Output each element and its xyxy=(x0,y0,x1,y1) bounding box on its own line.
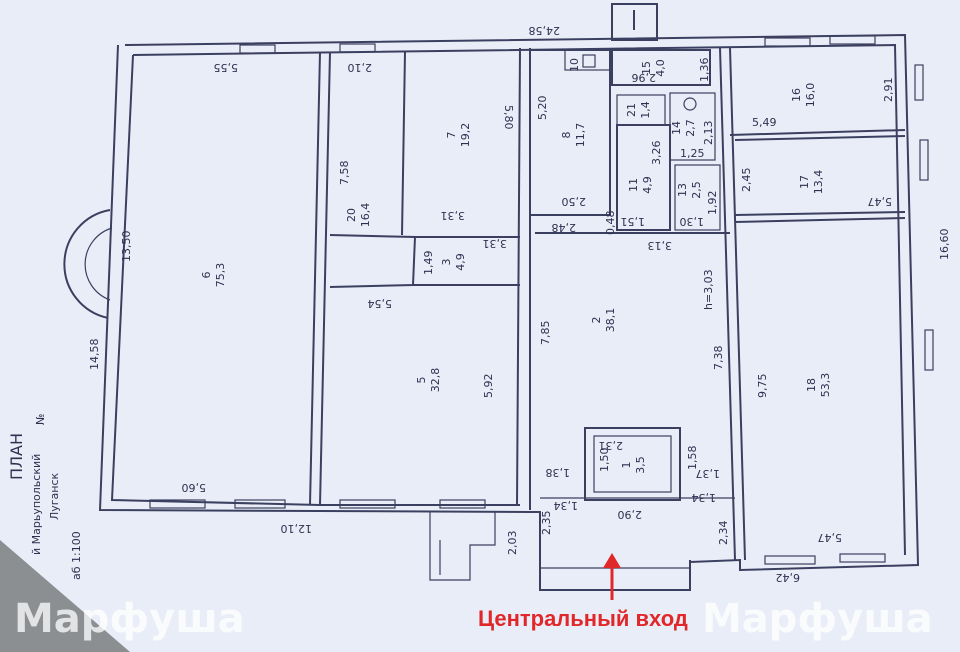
dim: 7,58 xyxy=(338,161,351,186)
dim: 3,31 xyxy=(483,237,508,250)
entrance-arrow-icon xyxy=(603,553,621,600)
dim: 0,48 xyxy=(604,211,617,236)
dim: 5,60 xyxy=(182,481,207,494)
dim: 5,80 xyxy=(502,105,515,130)
dim: 1,37 xyxy=(696,467,721,480)
street-label: й Марьупольский xyxy=(30,454,43,555)
dim: 1,51 xyxy=(621,215,646,228)
stove-icon xyxy=(582,54,596,68)
dim: 7,85 xyxy=(539,321,552,346)
dim: 1,30 xyxy=(680,215,705,228)
dim: 5,20 xyxy=(536,96,549,121)
city-label: Луганск xyxy=(48,472,61,520)
photo-background-corner xyxy=(0,540,130,652)
dim: 6,42 xyxy=(776,571,801,584)
dim: 2,45 xyxy=(740,168,753,193)
room-8: 811,7 xyxy=(560,123,587,148)
dim: 1,34 xyxy=(692,491,717,504)
room-18: 1853,3 xyxy=(805,373,832,398)
dim: 2,13 xyxy=(702,121,715,146)
plan-title: ПЛАН xyxy=(7,433,26,480)
room-21: 211,4 xyxy=(625,101,652,119)
dim: 2,91 xyxy=(882,78,895,103)
room-10: 10 xyxy=(568,58,581,72)
dim: 2,10 xyxy=(348,61,373,74)
dim: 2,50 xyxy=(562,195,587,208)
dimension-labels: 24,58 5,55 2,10 5,80 13,50 14,58 7,58 3,… xyxy=(88,24,951,584)
dim: 3,26 xyxy=(650,141,663,166)
dim: 2,96 xyxy=(632,71,657,84)
entrance-label: Центральный вход xyxy=(478,606,688,631)
room-15: 154,0 xyxy=(640,59,667,77)
dim: 3,13 xyxy=(648,239,673,252)
room-7: 719,2 xyxy=(445,123,472,148)
dim: 12,10 xyxy=(281,522,313,535)
room-1: 13,5 xyxy=(620,456,647,474)
dim: 1,58 xyxy=(686,446,699,471)
dim: 1,50 xyxy=(598,448,611,473)
dim: 2,34 xyxy=(717,521,730,546)
watermark-left: Марфуша xyxy=(14,596,245,642)
room-16: 1616,0 xyxy=(790,83,817,108)
room-17: 1713,4 xyxy=(798,170,825,195)
room-5: 532,8 xyxy=(415,368,442,393)
dim: 9,75 xyxy=(756,374,769,399)
room-3: 34,9 xyxy=(440,253,467,271)
toilet-icon xyxy=(683,97,697,111)
dim: 3,31 xyxy=(441,209,466,222)
dim: 14,58 xyxy=(88,339,101,371)
room-11: 114,9 xyxy=(627,176,654,194)
title-block: ПЛАН № й Марьупольский Луганск аб 1:100 xyxy=(7,414,83,580)
dim: 5,49 xyxy=(752,116,777,129)
dim: 2,48 xyxy=(552,221,577,234)
dim: 7,38 xyxy=(712,346,725,371)
dim: 2,31 xyxy=(599,439,624,452)
room-2: 238,1 xyxy=(590,308,617,333)
dim: 5,92 xyxy=(482,374,495,399)
dim: 1,38 xyxy=(546,466,571,479)
dim: h=3,03 xyxy=(702,269,715,310)
dim: 16,60 xyxy=(938,229,951,261)
dim: 1,36 xyxy=(698,58,711,83)
dim: 5,47 xyxy=(868,195,893,208)
dim: 1,49 xyxy=(422,251,435,276)
walls xyxy=(63,3,934,591)
room-6: 675,3 xyxy=(200,263,227,288)
room-labels: 675,3 2016,4 719,2 34,9 532,8 811,7 10 1… xyxy=(200,58,832,474)
dim: 1,25 xyxy=(680,147,705,160)
dim: 5,55 xyxy=(214,61,239,74)
dim: 24,58 xyxy=(529,24,561,37)
room-20: 2016,4 xyxy=(345,203,372,228)
dim: 5,47 xyxy=(818,531,843,544)
scale-label: аб 1:100 xyxy=(70,531,83,580)
number-label: № xyxy=(34,414,47,425)
room-13: 132,5 xyxy=(676,181,703,199)
watermark-right: Марфуша xyxy=(702,596,933,642)
dim: 5,54 xyxy=(368,297,393,310)
dim: 1,92 xyxy=(706,191,719,216)
dim: 2,03 xyxy=(506,531,519,556)
room-14: 142,7 xyxy=(670,119,697,137)
dim: 13,50 xyxy=(120,231,133,263)
dim: 2,90 xyxy=(618,508,643,521)
dim: 1,34 xyxy=(554,499,579,512)
dim: 2,35 xyxy=(540,511,553,536)
